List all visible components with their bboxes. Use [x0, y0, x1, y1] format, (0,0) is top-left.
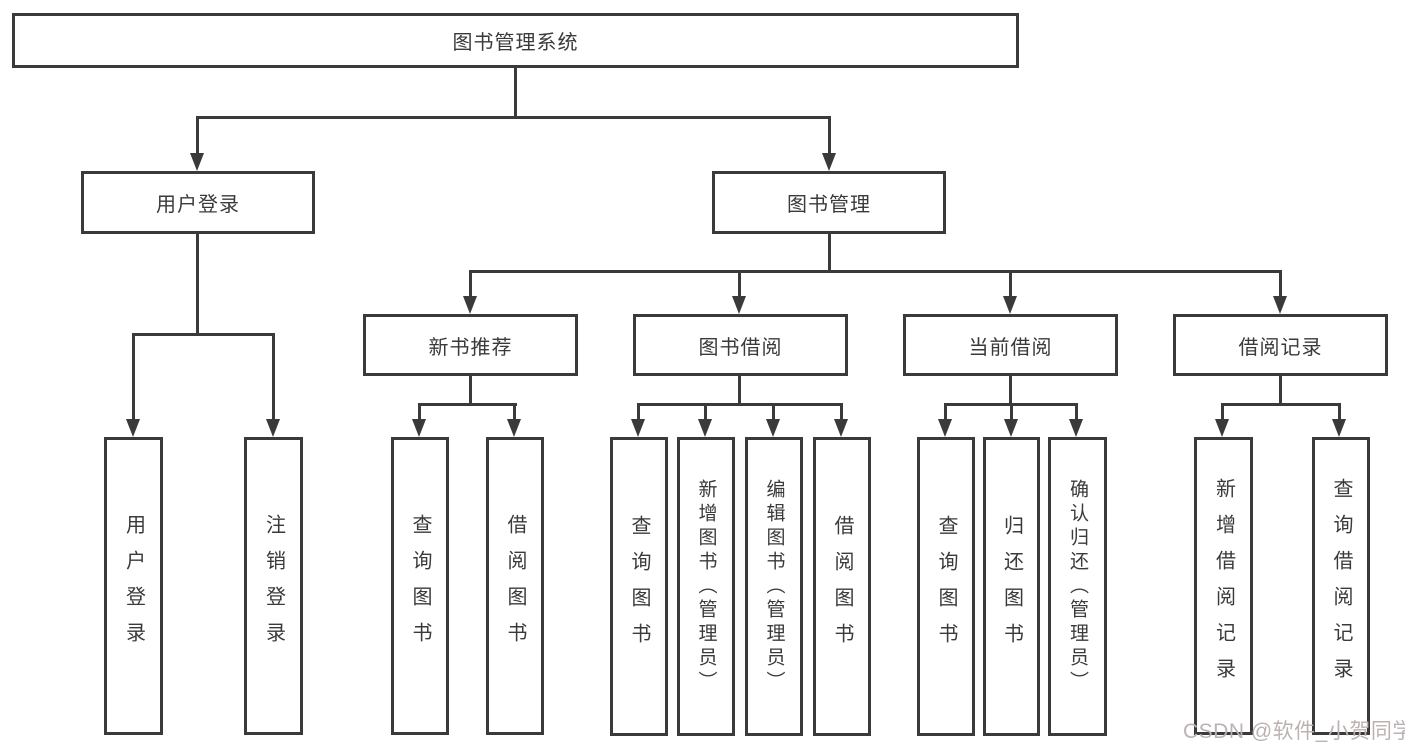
leaf-add-book-admin: 新增图书︵管理员︶: [677, 437, 735, 736]
connector-drop-new-book-recommend: [469, 270, 472, 298]
node-root: 图书管理系统: [12, 13, 1019, 68]
node-book-borrow: 图书借阅: [633, 314, 848, 376]
arrowhead-query-book-current: [938, 419, 952, 437]
leaf-borrow-book-recommend: 借阅图书: [486, 437, 544, 735]
arrowhead-book-borrow: [732, 296, 746, 314]
leaf-borrow-book-borrow-label: 借阅图书: [831, 514, 853, 659]
connector-drop-leaf-logout: [272, 333, 275, 419]
connector-drop-user-login: [196, 116, 199, 155]
connector-book-management-rail: [469, 270, 1282, 273]
connector-book-borrow-stem: [738, 374, 741, 405]
leaf-return-book-label: 归还图书: [1000, 514, 1023, 659]
leaf-edit-book-admin-label: 编辑图书︵管理员︶: [763, 478, 785, 695]
leaf-query-borrow-record: 查询借阅记录: [1312, 437, 1370, 735]
connector-book-management-stem: [828, 233, 831, 272]
connector-drop-query-book-borrow: [637, 403, 640, 421]
arrowhead-confirm-return-admin: [1069, 419, 1083, 437]
node-new-book-recommend-label: 新书推荐: [428, 336, 513, 359]
leaf-query-book-recommend-label: 查询图书: [409, 514, 431, 658]
connector-drop-current-borrow: [1009, 270, 1012, 298]
leaf-query-borrow-record-label: 查询借阅记录: [1330, 478, 1352, 694]
connector-drop-confirm-return-admin: [1075, 403, 1078, 421]
connector-drop-query-book-current: [944, 403, 947, 421]
arrowhead-query-book-recommend: [412, 419, 426, 437]
connector-user-login-stem: [196, 233, 199, 336]
arrowhead-current-borrow: [1003, 296, 1017, 314]
leaf-return-book: 归还图书: [983, 437, 1040, 736]
connector-borrow-records-stem: [1279, 374, 1282, 405]
node-current-borrow-label: 当前借阅: [968, 336, 1053, 359]
leaf-add-borrow-record: 新增借阅记录: [1194, 437, 1253, 735]
connector-drop-leaf-user-login: [132, 333, 135, 419]
arrowhead-leaf-logout: [266, 419, 280, 437]
connector-current-borrow-stem: [1009, 374, 1012, 405]
arrowhead-new-book-recommend: [463, 296, 477, 314]
csdn-watermark: CSDN @软件_小贺同学: [1183, 720, 1405, 743]
leaf-query-book-current-label: 查询图书: [935, 514, 957, 659]
arrowhead-query-borrow-record: [1332, 419, 1346, 437]
leaf-query-book-recommend: 查询图书: [391, 437, 449, 735]
leaf-add-borrow-record-label: 新增借阅记录: [1212, 478, 1235, 694]
connector-root-stem: [514, 66, 517, 118]
node-current-borrow: 当前借阅: [903, 314, 1118, 376]
leaf-logout-label: 注销登录: [262, 514, 285, 658]
leaf-confirm-return-admin-label: 确认归还︵管理员︶: [1067, 478, 1088, 695]
leaf-query-book-borrow-label: 查询图书: [628, 514, 650, 659]
node-book-management-label: 图书管理: [787, 194, 871, 216]
arrowhead-return-book: [1004, 419, 1018, 437]
node-new-book-recommend: 新书推荐: [363, 314, 578, 376]
node-root-label: 图书管理系统: [452, 32, 579, 54]
connector-drop-borrow-book-recommend: [513, 403, 516, 421]
arrowhead-edit-book-admin: [766, 419, 780, 437]
connector-new-book-recommend-stem: [469, 374, 472, 405]
leaf-logout: 注销登录: [244, 437, 303, 735]
leaf-query-book-borrow: 查询图书: [610, 437, 668, 736]
arrowhead-query-book-borrow: [631, 419, 645, 437]
arrowhead-leaf-user-login: [126, 419, 140, 437]
arrowhead-borrow-records: [1273, 296, 1287, 314]
node-book-management: 图书管理: [712, 171, 946, 234]
connector-drop-query-borrow-record: [1338, 403, 1341, 421]
connector-drop-book-borrow: [738, 270, 741, 298]
connector-drop-add-borrow-record: [1221, 403, 1224, 421]
connector-drop-borrow-book-borrow: [840, 403, 843, 421]
connector-drop-edit-book-admin: [772, 403, 775, 421]
arrowhead-add-borrow-record: [1215, 419, 1229, 437]
connector-drop-return-book: [1010, 403, 1013, 421]
connector-drop-book-management: [828, 116, 831, 155]
leaf-user-login: 用户登录: [104, 437, 163, 735]
arrowhead-user-login: [190, 153, 204, 171]
leaf-borrow-book-borrow: 借阅图书: [813, 437, 871, 736]
connector-borrow-records-rail: [1221, 403, 1341, 406]
leaf-edit-book-admin: 编辑图书︵管理员︶: [745, 437, 803, 736]
node-user-login: 用户登录: [81, 171, 315, 234]
arrowhead-borrow-book-recommend: [507, 419, 521, 437]
arrowhead-borrow-book-borrow: [834, 419, 848, 437]
leaf-query-book-current: 查询图书: [917, 437, 975, 736]
connector-drop-borrow-records: [1279, 270, 1282, 298]
leaf-confirm-return-admin: 确认归还︵管理员︶: [1048, 437, 1107, 736]
node-user-login-label: 用户登录: [156, 194, 240, 216]
leaf-user-login-label: 用户登录: [122, 514, 145, 658]
connector-drop-add-book-admin: [704, 403, 707, 421]
connector-new-book-recommend-rail: [418, 403, 517, 406]
node-borrow-records-label: 借阅记录: [1238, 336, 1323, 359]
leaf-add-book-admin-label: 新增图书︵管理员︶: [695, 478, 717, 695]
connector-book-borrow-rail: [637, 403, 842, 406]
connector-root-rail: [196, 116, 831, 119]
node-borrow-records: 借阅记录: [1173, 314, 1388, 376]
leaf-borrow-book-recommend-label: 借阅图书: [504, 514, 526, 658]
arrowhead-add-book-admin: [698, 419, 712, 437]
connector-user-login-rail: [132, 333, 275, 336]
arrowhead-book-management: [822, 153, 836, 171]
node-book-borrow-label: 图书借阅: [698, 336, 783, 359]
connector-drop-query-book-recommend: [418, 403, 421, 421]
